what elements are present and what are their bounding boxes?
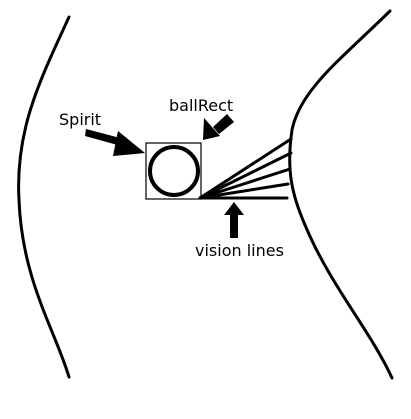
left-wall	[17, 15, 71, 379]
right-wall	[288, 9, 394, 380]
spirit-label: Spirit	[59, 110, 101, 129]
ball-rect	[145, 142, 202, 200]
vision-lines-arrow	[224, 202, 244, 238]
vision-line	[198, 182, 290, 200]
vision-line	[198, 151, 293, 200]
vision-lines	[198, 137, 293, 200]
spirit-arrow	[85, 129, 145, 156]
vision-line	[198, 137, 293, 200]
ball-rect-label: ballRect	[169, 96, 233, 115]
vision-lines-label: vision lines	[195, 241, 284, 260]
ball	[148, 145, 200, 197]
vision-line	[198, 167, 292, 200]
ball-rect-arrow	[203, 114, 234, 140]
